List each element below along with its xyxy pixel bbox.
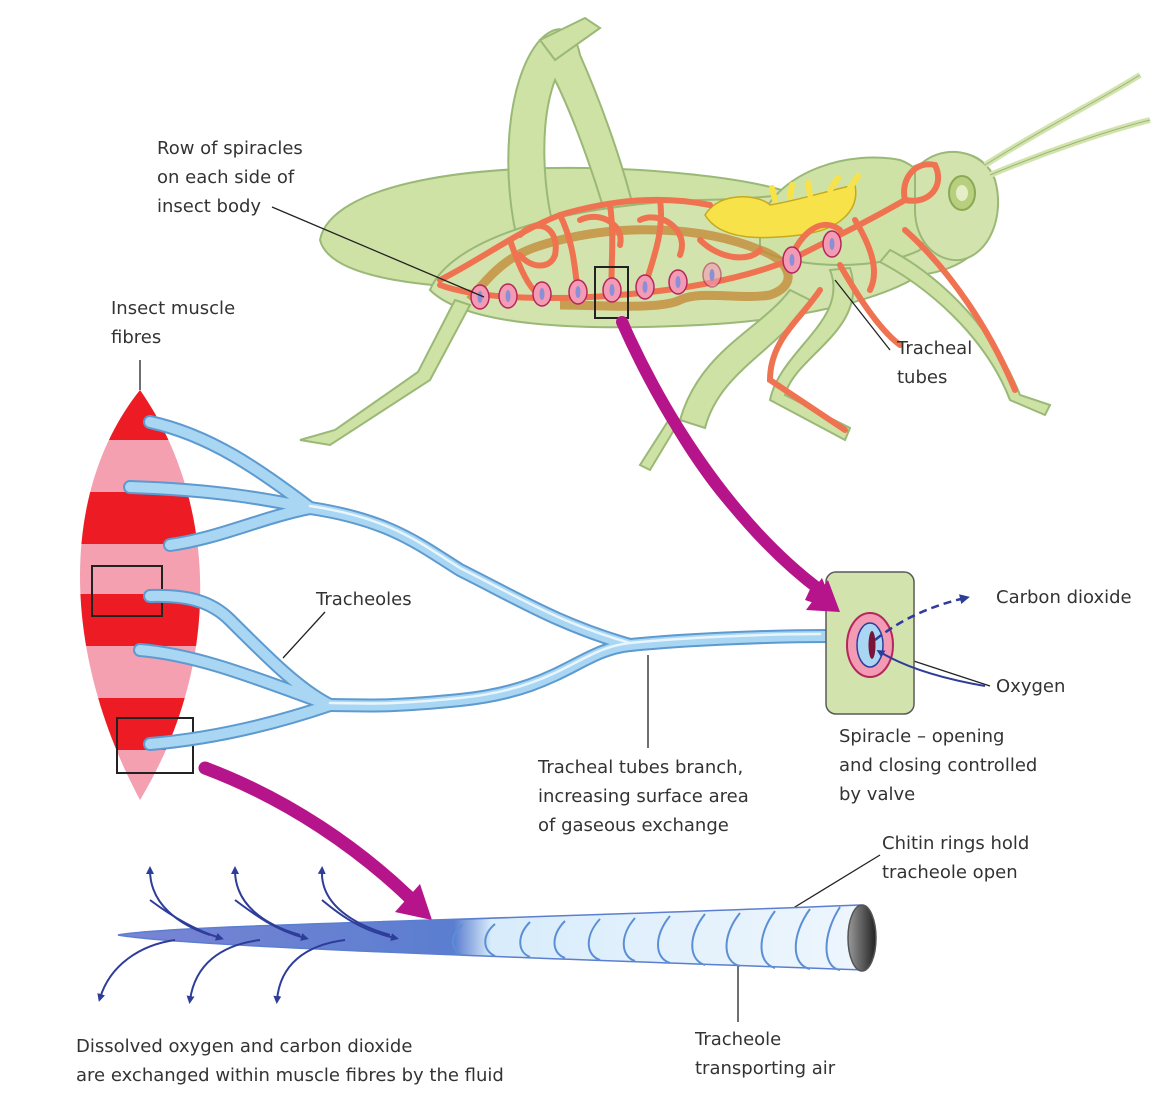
tracheal-network xyxy=(437,161,1018,433)
tracheole-closeup xyxy=(97,866,877,1004)
middle-leg xyxy=(678,288,812,430)
spiracle-highlight-box xyxy=(594,266,629,319)
gas-exchange-arrows xyxy=(97,866,399,1004)
label-tracheoles: Tracheoles xyxy=(316,589,412,610)
spiracle xyxy=(532,281,552,307)
label-insect-muscle-fibres: Insect muscle fibres xyxy=(111,298,236,348)
label-spiracle-valve: Spiracle – opening and closing controlle… xyxy=(839,726,1038,805)
oxygen-arrow xyxy=(876,649,986,687)
label-dissolved-exchange: Dissolved oxygen and carbon dioxide are … xyxy=(76,1036,504,1086)
label-chitin-rings: Chitin rings hold tracheole open xyxy=(882,833,1030,883)
label-carbon-dioxide: Carbon dioxide xyxy=(996,587,1132,608)
insect-illustration xyxy=(299,16,1151,472)
front-leg xyxy=(768,266,855,442)
tracheole-tree xyxy=(123,415,837,751)
label-tracheal-tubes-branch: Tracheal tubes branch, increasing surfac… xyxy=(538,757,749,836)
zoom-arrows xyxy=(198,316,840,920)
spiracle xyxy=(782,246,802,274)
spiracle-closeup xyxy=(825,571,986,715)
chitin-rings xyxy=(452,906,841,971)
body-spiracles xyxy=(470,230,842,310)
tracheole-opening xyxy=(847,904,877,972)
hind-leg xyxy=(507,28,642,252)
label-oxygen: Oxygen xyxy=(996,676,1066,697)
label-tracheal-tubes: Tracheal tubes xyxy=(897,338,973,388)
label-tracheole-transporting-air: Tracheole transporting air xyxy=(695,1029,836,1079)
spiracle xyxy=(568,279,588,305)
spiracle xyxy=(602,277,622,303)
spiracle xyxy=(470,284,490,310)
hind-lower-leg xyxy=(299,298,472,447)
spiracle xyxy=(635,274,655,300)
label-row-of-spiracles: Row of spiracles on each side of insect … xyxy=(157,138,303,217)
spiracle xyxy=(702,262,722,288)
arrow-to-tracheole xyxy=(198,761,417,905)
spiracle xyxy=(822,230,842,258)
spiracle xyxy=(668,269,688,295)
spiracle xyxy=(498,283,518,309)
